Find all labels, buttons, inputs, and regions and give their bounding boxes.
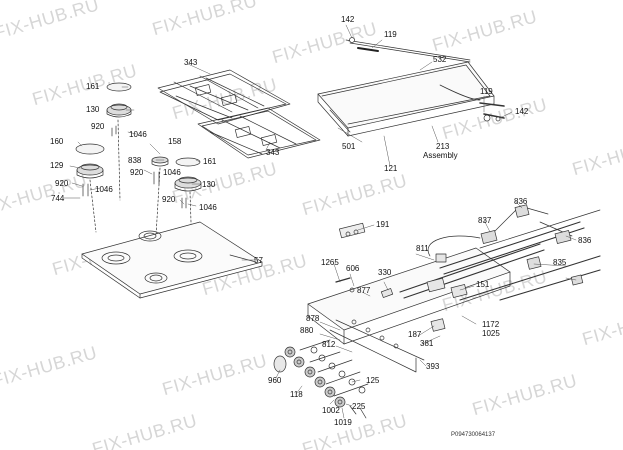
hob-top-plate	[81, 221, 263, 299]
part-label: 57	[254, 256, 263, 265]
part-label: 920	[130, 168, 144, 177]
part-label: 118	[290, 390, 303, 399]
part-label: Assembly	[423, 151, 458, 160]
part-label: 151	[476, 280, 490, 289]
hob-lid	[317, 37, 505, 137]
part-label: 158	[168, 137, 182, 146]
part-label: 920	[162, 195, 176, 204]
part-label: 1172	[482, 320, 500, 329]
part-label: 343	[184, 58, 198, 67]
part-label: 130	[202, 180, 216, 189]
part-label: 1046	[199, 203, 217, 212]
valve-spindles	[273, 346, 366, 408]
part-label: 811	[416, 244, 429, 253]
part-label: 1046	[163, 168, 181, 177]
part-label: 381	[420, 339, 434, 348]
part-label: 836	[514, 197, 528, 206]
part-label: 920	[55, 179, 69, 188]
pan-supports	[157, 69, 321, 159]
part-label: 161	[203, 157, 217, 166]
part-label: 835	[553, 258, 567, 267]
part-label: 880	[300, 326, 314, 335]
leader-lines	[63, 24, 577, 419]
part-label: 119	[480, 87, 493, 96]
part-label: 160	[50, 137, 64, 146]
part-label: 836	[578, 236, 592, 245]
part-label: 532	[433, 55, 447, 64]
part-label: 1025	[482, 329, 500, 338]
part-label: 213	[436, 142, 450, 151]
part-label: 393	[426, 362, 440, 371]
part-label: 142	[341, 15, 355, 24]
part-label: 1002	[322, 406, 340, 415]
part-label: 606	[346, 264, 360, 273]
part-label: 878	[306, 314, 320, 323]
burner-caps	[75, 82, 202, 253]
part-label: 191	[376, 220, 390, 229]
part-label: 1265	[321, 258, 339, 267]
part-label: 960	[268, 376, 282, 385]
part-label: 812	[322, 340, 336, 349]
part-label: 744	[51, 194, 65, 203]
part-label: 130	[86, 105, 100, 114]
part-label: 119	[384, 30, 397, 39]
part-label: 343	[266, 148, 280, 157]
part-label: 838	[128, 156, 142, 165]
drawing-code: P094730064137	[451, 432, 496, 438]
part-label: 187	[408, 330, 422, 339]
part-label: 877	[357, 286, 371, 295]
part-label: 161	[86, 82, 100, 91]
part-label: 920	[91, 122, 105, 131]
part-label: 330	[378, 268, 392, 277]
part-label: 142	[515, 107, 529, 116]
part-label: 1046	[95, 185, 113, 194]
part-label: 129	[50, 161, 64, 170]
part-label: 1019	[334, 418, 352, 427]
part-label: 1046	[129, 130, 147, 139]
part-label: 125	[366, 376, 380, 385]
part-label: 225	[352, 402, 366, 411]
part-label: 837	[478, 216, 492, 225]
part-label: 121	[384, 164, 398, 173]
control-assembly	[273, 204, 601, 419]
part-label: 501	[342, 142, 356, 151]
